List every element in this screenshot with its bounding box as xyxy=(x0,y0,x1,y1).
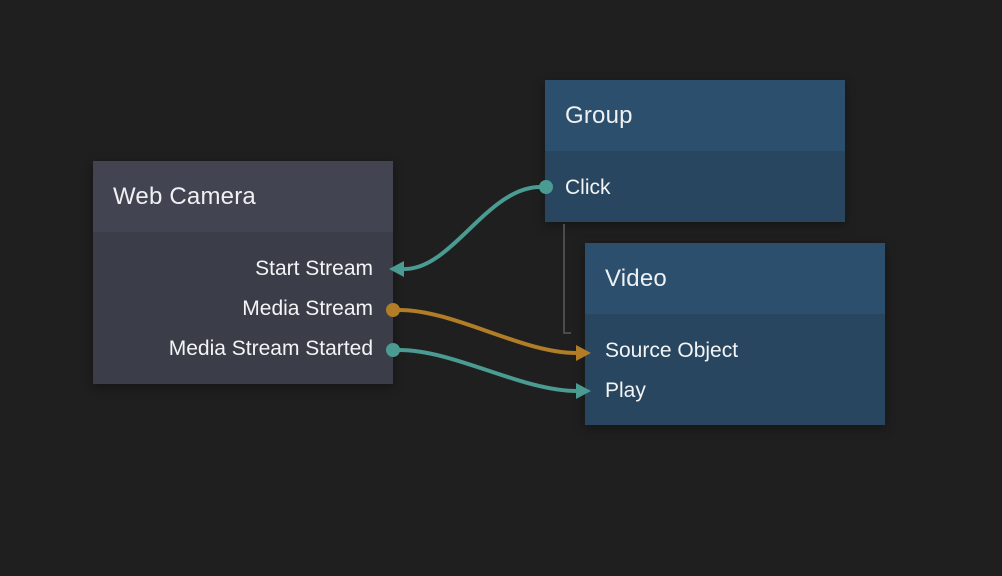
node-group-body: Click xyxy=(545,151,845,222)
port-click: Click xyxy=(545,168,845,208)
node-group[interactable]: Group Click xyxy=(545,80,845,222)
node-group-header[interactable]: Group xyxy=(545,80,845,151)
node-web-camera-title: Web Camera xyxy=(113,182,256,210)
node-web-camera-header[interactable]: Web Camera xyxy=(93,161,393,232)
wire-click-to-start-stream[interactable] xyxy=(403,185,542,271)
wire-media-stream-started-to-play[interactable] xyxy=(397,348,579,393)
port-start-stream: Start Stream xyxy=(93,249,393,289)
port-media-stream-started-label: Media Stream Started xyxy=(168,337,373,360)
media-stream-started-port-dot[interactable] xyxy=(386,343,400,357)
wire-media-stream-to-source-object[interactable] xyxy=(397,308,579,355)
port-source-object: Source Object xyxy=(585,331,885,371)
port-play: Play xyxy=(585,371,885,411)
play-arrowhead-icon[interactable] xyxy=(576,383,591,399)
port-click-label: Click xyxy=(565,176,611,199)
start-stream-arrowhead-icon[interactable] xyxy=(389,261,404,277)
port-source-object-label: Source Object xyxy=(605,339,739,362)
port-media-stream-label: Media Stream xyxy=(242,297,373,320)
node-video-header[interactable]: Video xyxy=(585,243,885,314)
node-web-camera-body: Start Stream Media Stream Media Stream S… xyxy=(93,232,393,384)
media-stream-port-dot[interactable] xyxy=(386,303,400,317)
port-media-stream: Media Stream xyxy=(93,289,393,329)
source-object-arrowhead-icon[interactable] xyxy=(576,345,591,361)
click-port-dot[interactable] xyxy=(539,180,553,194)
node-video[interactable]: Video Source Object Play xyxy=(585,243,885,425)
node-video-body: Source Object Play xyxy=(585,314,885,425)
node-video-title: Video xyxy=(605,264,667,292)
port-media-stream-started: Media Stream Started xyxy=(93,329,393,369)
node-web-camera[interactable]: Web Camera Start Stream Media Stream Med… xyxy=(93,161,393,384)
port-play-label: Play xyxy=(605,379,646,402)
node-group-title: Group xyxy=(565,101,633,129)
port-start-stream-label: Start Stream xyxy=(255,257,373,280)
group-to-video-link-line xyxy=(563,224,571,334)
